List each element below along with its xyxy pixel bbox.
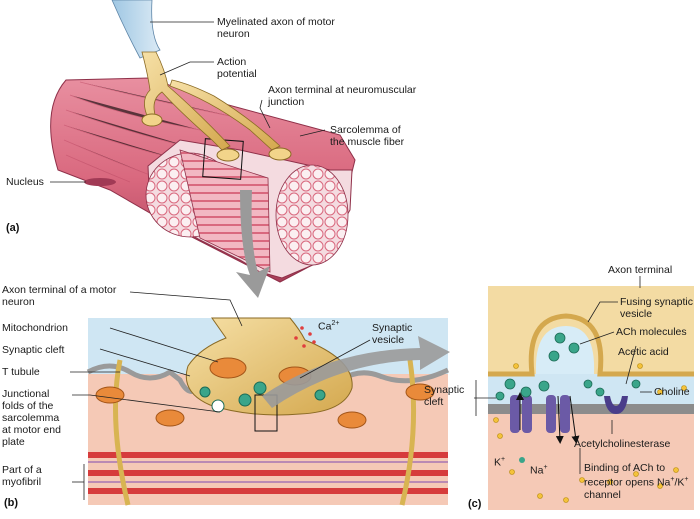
k-ion-dot bbox=[519, 457, 525, 463]
label-myofibril: Part of a myofibril bbox=[2, 464, 42, 488]
binding-k-charge: + bbox=[684, 476, 689, 483]
myofibril-b bbox=[88, 452, 448, 494]
axon-terminal-a2 bbox=[216, 148, 240, 162]
label-synaptic-cleft-c: Synaptic cleft bbox=[424, 384, 465, 408]
mito-terminal-1 bbox=[209, 357, 247, 379]
ach-molecules bbox=[495, 332, 641, 401]
vesicle-b2 bbox=[238, 393, 252, 407]
axon bbox=[141, 51, 231, 151]
myofibril-bundle-right bbox=[275, 164, 349, 266]
binding-tail-text: channel bbox=[584, 488, 621, 501]
mito-muscle-2 bbox=[155, 409, 185, 427]
fusing-vesicle bbox=[535, 326, 595, 374]
mito-muscle-4 bbox=[405, 383, 435, 401]
presynaptic-membrane bbox=[488, 313, 694, 377]
na-symbol: Na bbox=[530, 464, 544, 477]
cations bbox=[493, 363, 687, 503]
receptor-2b bbox=[560, 395, 570, 433]
myelin-sheath bbox=[111, 0, 161, 59]
k-charge: + bbox=[501, 456, 506, 463]
label-acetic-acid: Acetic acid bbox=[618, 346, 669, 358]
label-axon-terminal-c: Axon terminal bbox=[608, 264, 673, 276]
vesicle-b5 bbox=[211, 399, 225, 413]
label-binding-ach: Binding of ACh to receptor opens Na+/K+ … bbox=[584, 462, 698, 501]
mito-muscle-3 bbox=[337, 411, 367, 429]
t-tubule-right bbox=[399, 359, 417, 506]
label-fusing-vesicle: Fusing synaptic vesicle bbox=[620, 296, 693, 320]
vesicle-b3 bbox=[199, 386, 211, 398]
label-synaptic-vesicle: Synaptic vesicle bbox=[372, 322, 413, 346]
label-nucleus: Nucleus bbox=[6, 176, 44, 188]
na-charge: + bbox=[543, 464, 548, 471]
label-t-tubule: T tubule bbox=[2, 366, 40, 378]
vesicle-b1 bbox=[253, 381, 267, 395]
label-k-ion: K+ bbox=[494, 454, 505, 469]
panel-c-synapse bbox=[488, 286, 694, 510]
label-junctional-folds: Junctional folds of the sarcolemma at mo… bbox=[2, 388, 61, 448]
panel-label-a: (a) bbox=[6, 222, 20, 234]
panel-label-b: (b) bbox=[4, 497, 19, 509]
label-myelinated-axon: Myelinated axon of motor neuron bbox=[217, 16, 335, 40]
leaders-a bbox=[50, 21, 326, 183]
mito-muscle-1 bbox=[95, 386, 125, 404]
vesicle-b4 bbox=[314, 389, 326, 401]
binding-k-text: /K bbox=[674, 476, 685, 489]
zoom-arrow-a-to-b bbox=[236, 190, 270, 298]
panel-b-nmj bbox=[86, 317, 450, 506]
calcium-charge: 2+ bbox=[331, 320, 340, 327]
label-sarcolemma: Sarcolemma of the muscle fiber bbox=[330, 124, 405, 148]
label-action-potential: Action potential bbox=[217, 56, 257, 80]
label-ach-molecules: ACh molecules bbox=[616, 326, 687, 338]
panel-label-c: (c) bbox=[468, 498, 482, 510]
label-synaptic-cleft-b: Synaptic cleft bbox=[2, 344, 65, 356]
leaders-b bbox=[70, 291, 371, 500]
label-calcium: Ca2+ bbox=[318, 318, 339, 333]
receptor-1a bbox=[510, 395, 520, 433]
t-tubule-left bbox=[113, 359, 131, 506]
receptor-2a bbox=[546, 395, 556, 433]
ion-flow-arrows bbox=[516, 392, 580, 444]
binding-text: Binding of ACh to receptor opens Na bbox=[584, 462, 671, 489]
axon-terminal-b bbox=[185, 317, 353, 416]
label-axon-terminal-motor: Axon terminal of a motor neuron bbox=[2, 284, 117, 308]
label-acetylcholinesterase: Acetylcholinesterase bbox=[574, 438, 671, 450]
calcium-dots bbox=[294, 326, 316, 348]
label-na-ion: Na+ bbox=[530, 462, 548, 477]
muscle-fiber-panel-a bbox=[50, 77, 356, 283]
motor-neuron bbox=[111, 0, 292, 162]
axon-terminal-a3 bbox=[268, 147, 292, 161]
label-mitochondrion: Mitochondrion bbox=[2, 322, 68, 334]
calcium-symbol: Ca bbox=[318, 320, 332, 333]
leaders-c bbox=[474, 276, 652, 474]
postsynaptic-membrane bbox=[488, 404, 694, 414]
label-choline: Choline bbox=[654, 386, 690, 398]
binding-na-charge: + bbox=[670, 476, 675, 483]
zoom-arrow-b-to-c bbox=[262, 336, 450, 408]
acetylcholinesterase-enzyme bbox=[604, 396, 628, 414]
receptor-1b bbox=[522, 395, 532, 433]
axon-terminal-a1 bbox=[141, 113, 163, 127]
label-axon-terminal-nmj: Axon terminal at neuromuscular junction bbox=[268, 84, 417, 108]
axon-branch bbox=[169, 79, 281, 151]
k-symbol: K bbox=[494, 456, 502, 469]
nucleus-shape bbox=[84, 178, 116, 186]
